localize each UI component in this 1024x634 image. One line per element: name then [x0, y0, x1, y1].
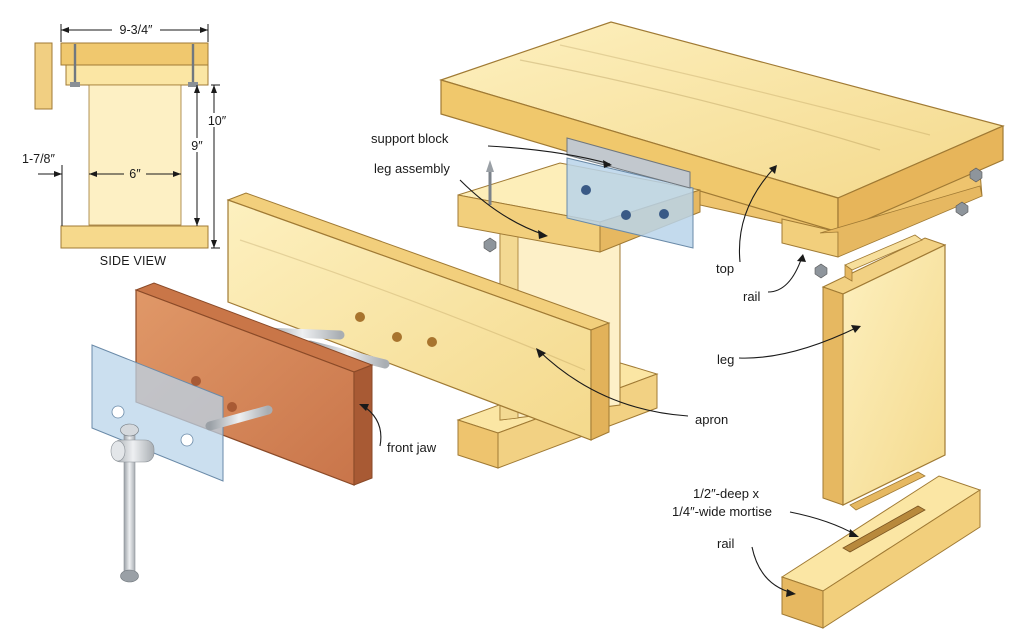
- side-view-caption: SIDE VIEW: [100, 254, 166, 268]
- bolt-hole-icon: [427, 337, 437, 347]
- callout-rail-lower: rail: [717, 536, 734, 551]
- dim-offset: 1-7/8″: [22, 152, 55, 166]
- dim-leg-width: 6″: [129, 167, 141, 181]
- apron: [226, 192, 611, 441]
- callout-front-jaw: front jaw: [387, 440, 437, 455]
- mortise-slot: [842, 505, 926, 553]
- bolt-hole-icon: [355, 312, 365, 322]
- nut-icon: [814, 167, 983, 279]
- side-view-apron: [34, 42, 53, 110]
- callout-rail-upper: rail: [743, 289, 760, 304]
- callout-leg-assembly: leg assembly: [374, 161, 450, 176]
- bench-top: [439, 21, 1005, 279]
- side-view: 9-3/4″ 10″ 9″ 6″ 1-7/8″ SIDE VIEW: [22, 22, 231, 268]
- nut-icon: [483, 237, 497, 253]
- callout-apron: apron: [695, 412, 728, 427]
- callout-leg: leg: [717, 352, 734, 367]
- bolt-hole-icon: [392, 332, 402, 342]
- side-view-rail: [65, 64, 209, 86]
- callout-top: top: [716, 261, 734, 276]
- side-view-top: [60, 42, 209, 66]
- dim-height-total: 10″: [208, 114, 227, 128]
- side-view-bottom-rail: [60, 225, 209, 249]
- vise-handle-icon: [110, 423, 155, 583]
- side-view-leg: [88, 84, 182, 226]
- dim-height-leg: 9″: [191, 139, 203, 153]
- callout-support-block: support block: [371, 131, 449, 146]
- dim-width: 9-3/4″: [120, 23, 153, 37]
- callout-mortise-line2: 1/4″-wide mortise: [672, 504, 772, 519]
- lower-rail: [780, 475, 982, 629]
- leg-part: [821, 234, 947, 511]
- callout-mortise-line1: 1/2″-deep x: [693, 486, 760, 501]
- lag-screw-icon: [486, 160, 494, 205]
- vise-assembly: [91, 282, 390, 583]
- vise-end-plate: [91, 344, 224, 482]
- screw-icon: [70, 44, 198, 87]
